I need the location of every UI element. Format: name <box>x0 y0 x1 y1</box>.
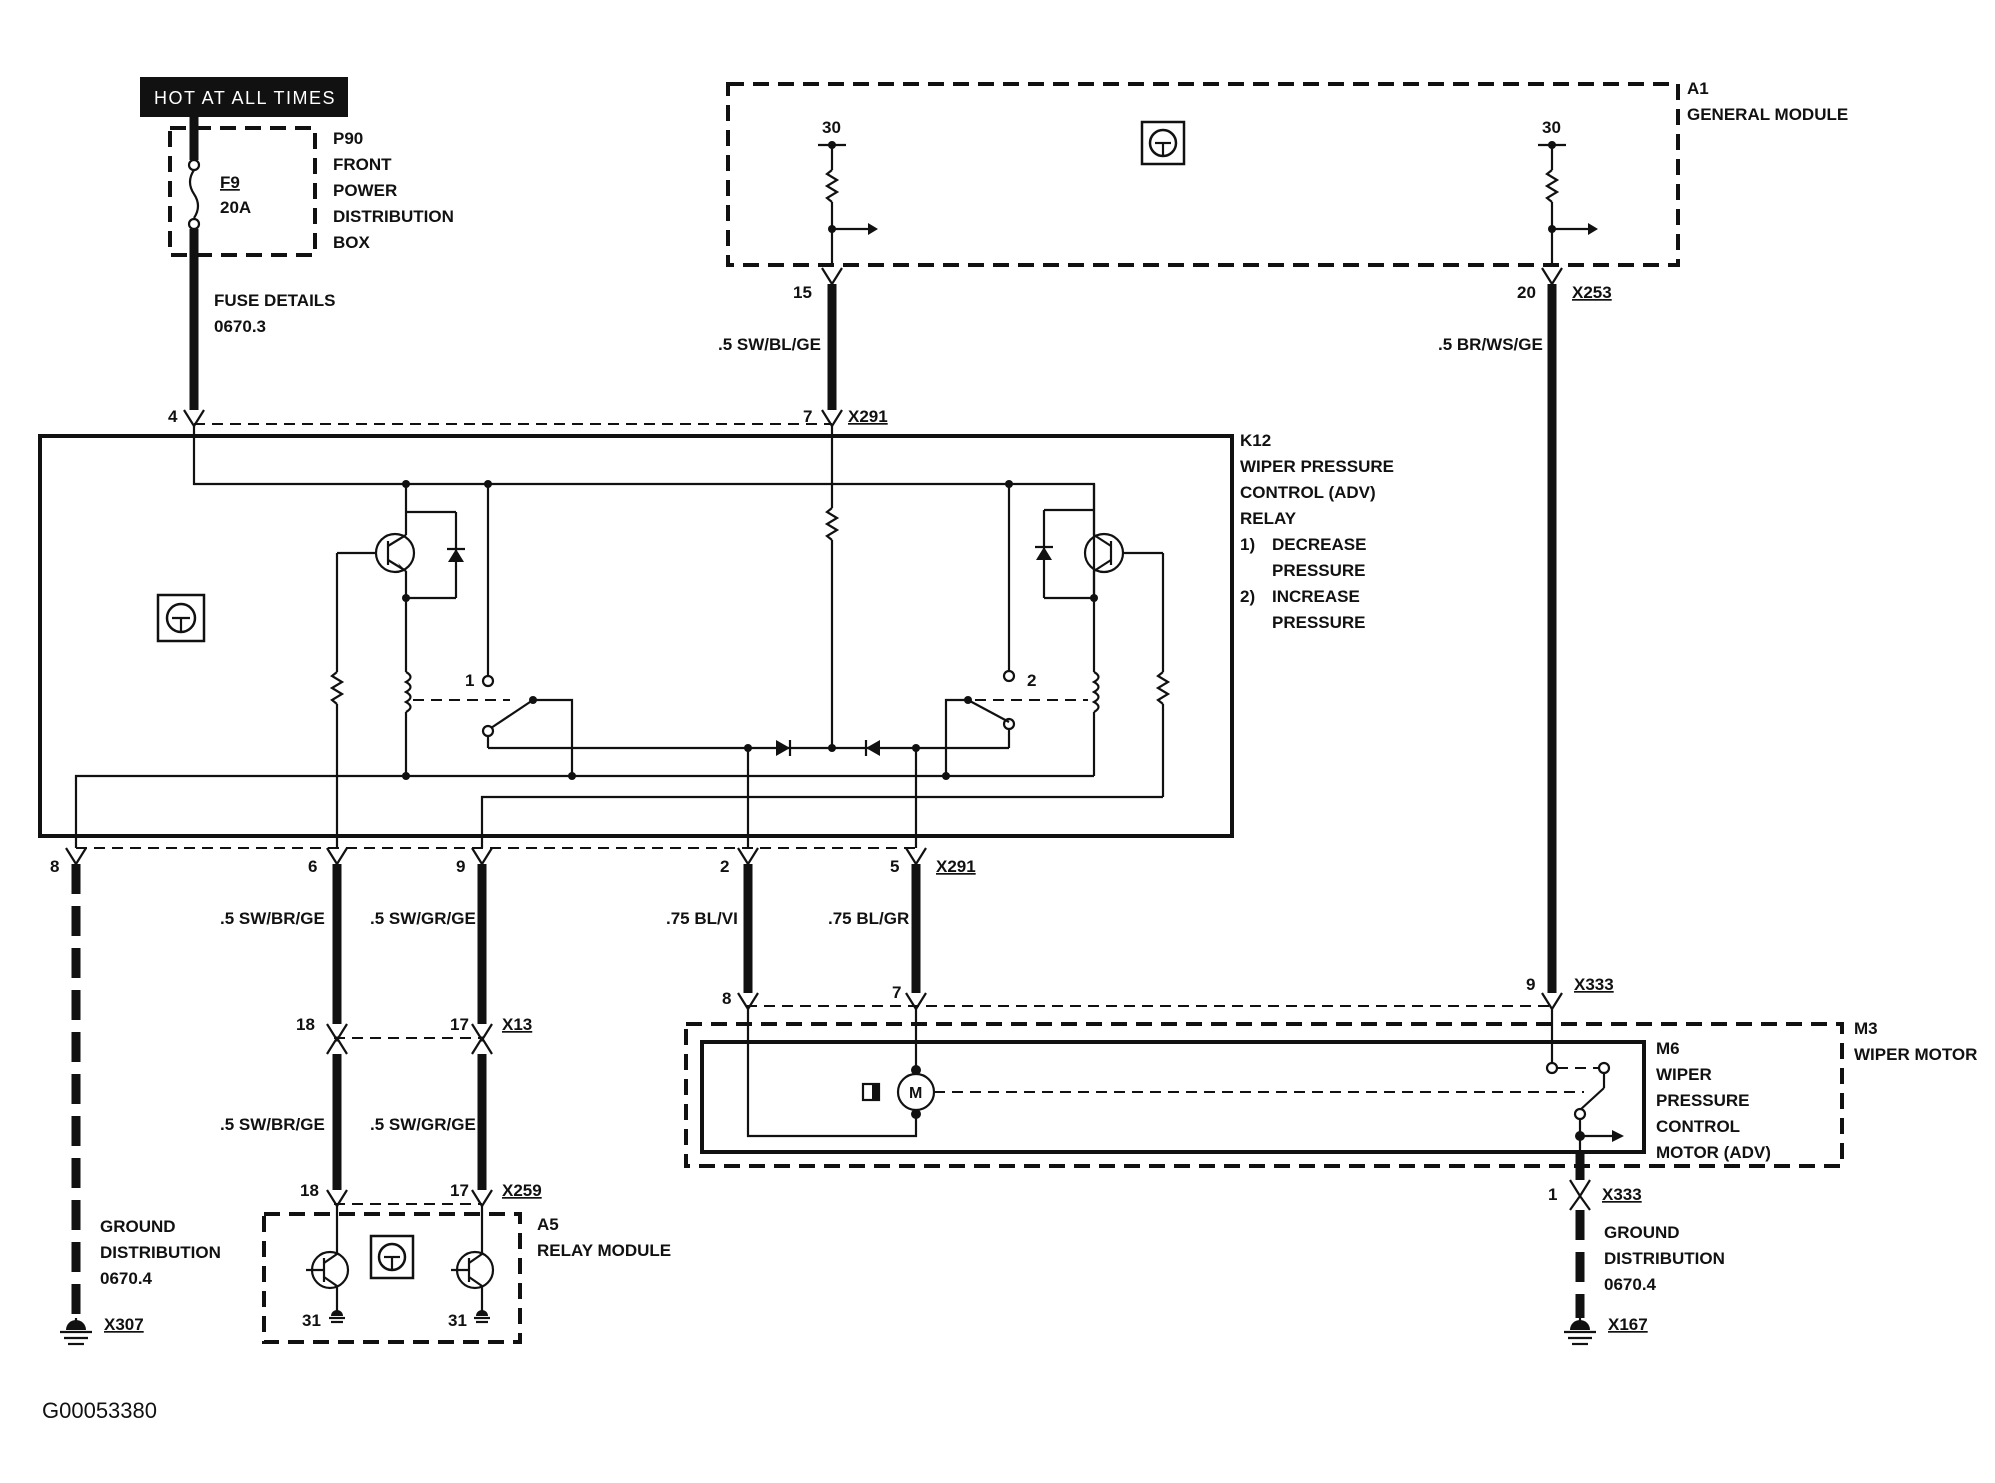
wire-color-label: .5 SW/BR/GE <box>220 909 325 928</box>
motor-symbol: M <box>909 1085 922 1102</box>
wire-relay-to-a5-right <box>471 847 493 1209</box>
fuse-box-line: DISTRIBUTION <box>333 207 454 226</box>
general-module-a1 <box>726 82 1680 267</box>
relay-line: CONTROL (ADV) <box>1240 483 1376 502</box>
pin-label: 1 <box>1548 1185 1557 1204</box>
pin-label: 7 <box>892 983 901 1002</box>
pressure-motor-line: PRESSURE <box>1656 1091 1750 1110</box>
pin-label: 18 <box>300 1181 319 1200</box>
wire-color-label: .5 SW/BL/GE <box>718 335 821 354</box>
pin-label: 9 <box>456 857 465 876</box>
pin-label: 31 <box>302 1311 321 1330</box>
relay-option: INCREASE <box>1272 587 1360 606</box>
ground-left-line: GROUND <box>100 1217 176 1236</box>
fuse-box-id: P90 <box>333 129 363 148</box>
pin-label: 4 <box>168 407 178 426</box>
pin-label: 8 <box>50 857 59 876</box>
pin-label: 6 <box>308 857 317 876</box>
ground-right-connector: X167 <box>1608 1315 1648 1334</box>
connector-label: X259 <box>502 1181 542 1200</box>
pressure-motor-line: WIPER <box>1656 1065 1712 1084</box>
wire-motor-to-ground <box>1564 1152 1596 1346</box>
relay-module-a5 <box>262 1206 522 1344</box>
pressure-motor-line: CONTROL <box>1656 1117 1740 1136</box>
fuse-details-label: FUSE DETAILS <box>214 291 336 310</box>
ground-right-line: 0670.4 <box>1604 1275 1657 1294</box>
fuse-box-line: BOX <box>333 233 371 252</box>
pin-label: 30 <box>822 118 841 137</box>
relay-line: WIPER PRESSURE <box>1240 457 1394 476</box>
wire-a1-to-relay <box>821 267 843 429</box>
general-module-id: A1 <box>1687 79 1709 98</box>
fuse-box-p90: F9 20A <box>168 117 317 272</box>
svg-text:HOT AT ALL TIMES: HOT AT ALL TIMES <box>154 88 336 108</box>
ground-right-line: DISTRIBUTION <box>1604 1249 1725 1268</box>
connector-label: X291 <box>936 857 976 876</box>
wire-fuse-to-relay <box>183 272 205 429</box>
relay-id: K12 <box>1240 431 1271 450</box>
relay-option: PRESSURE <box>1272 561 1366 580</box>
pin-label: 5 <box>890 857 899 876</box>
wire-a1-to-motor <box>1541 267 1563 1012</box>
wire-color-label: .5 SW/GR/GE <box>370 909 476 928</box>
pin-label: 17 <box>450 1015 469 1034</box>
relay-module-id: A5 <box>537 1215 559 1234</box>
relay-option-num: 1) <box>1240 535 1255 554</box>
pin-label: 7 <box>803 407 812 426</box>
ground-left-line: DISTRIBUTION <box>100 1243 221 1262</box>
pin-label: 31 <box>448 1311 467 1330</box>
wire-color-label: .5 SW/GR/GE <box>370 1115 476 1134</box>
wire-color-label: .75 BL/GR <box>828 909 909 928</box>
pin-label: 18 <box>296 1015 315 1034</box>
switch-label: 2 <box>1027 671 1036 690</box>
wire-relay-to-motor-right <box>905 847 927 1012</box>
wiper-motor-m3: M <box>684 1009 1844 1168</box>
pin-label: 8 <box>722 989 731 1008</box>
fuse-box-line: FRONT <box>333 155 392 174</box>
wire-color-label: .75 BL/VI <box>666 909 738 928</box>
pin-label: 9 <box>1526 975 1535 994</box>
pressure-motor-line: MOTOR (ADV) <box>1656 1143 1771 1162</box>
fuse-rating: 20A <box>220 198 251 217</box>
relay-option: PRESSURE <box>1272 613 1366 632</box>
wire-color-label: .5 BR/WS/GE <box>1438 335 1543 354</box>
connector-label: X333 <box>1574 975 1614 994</box>
fuse-box-line: POWER <box>333 181 397 200</box>
wire-color-label: .5 SW/BR/GE <box>220 1115 325 1134</box>
relay-line: RELAY <box>1240 509 1297 528</box>
ground-right-line: GROUND <box>1604 1223 1680 1242</box>
hot-at-all-times-banner: HOT AT ALL TIMES <box>140 77 348 117</box>
general-module-name: GENERAL MODULE <box>1687 105 1848 124</box>
wiper-motor-name: WIPER MOTOR <box>1854 1045 1977 1064</box>
pin-label: 20 <box>1517 283 1536 302</box>
relay-option: DECREASE <box>1272 535 1366 554</box>
wire-relay-to-a5-left <box>326 847 348 1209</box>
connector-label: X13 <box>502 1015 532 1034</box>
relay-k12 <box>38 426 1234 848</box>
wire-relay-to-motor-left <box>737 847 759 1012</box>
pin-label: 15 <box>793 283 812 302</box>
ground-left-line: 0670.4 <box>100 1269 153 1288</box>
fuse-details-ref: 0670.3 <box>214 317 266 336</box>
pressure-motor-id: M6 <box>1656 1039 1680 1058</box>
connector-label: X333 <box>1602 1185 1642 1204</box>
pin-label: 17 <box>450 1181 469 1200</box>
connector-label: X291 <box>848 407 888 426</box>
pin-label: 30 <box>1542 118 1561 137</box>
connector-label: X253 <box>1572 283 1612 302</box>
wiper-motor-id: M3 <box>1854 1019 1878 1038</box>
switch-label: 1 <box>465 671 474 690</box>
fuse-id: F9 <box>220 173 240 192</box>
pin-label: 2 <box>720 857 729 876</box>
wire-relay-to-ground <box>60 847 92 1346</box>
relay-option-num: 2) <box>1240 587 1255 606</box>
figure-id: G00053380 <box>42 1398 157 1423</box>
relay-module-name: RELAY MODULE <box>537 1241 671 1260</box>
ground-left-connector: X307 <box>104 1315 144 1334</box>
